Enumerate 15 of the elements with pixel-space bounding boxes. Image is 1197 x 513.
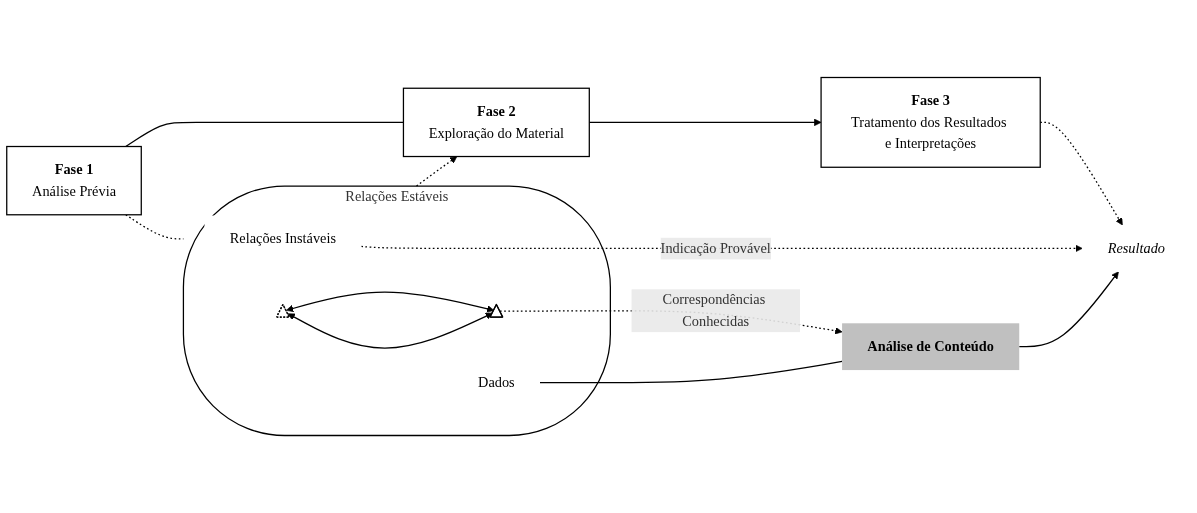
connector: [539, 360, 843, 384]
edge-label: Correspondências Conhecidas: [662, 291, 766, 330]
node-box: Fase 3 Tratamento dos Resultados e Interpretações: [820, 76, 1041, 168]
node-text: Dados: [478, 374, 515, 391]
arrow: [286, 291, 495, 313]
arrow: [287, 312, 493, 349]
arrow: [1018, 271, 1119, 348]
node-box: Análise de Conteúdo: [842, 323, 1020, 371]
arrow: [415, 156, 458, 187]
node-text: Resultado: [1107, 240, 1165, 257]
node-box: Fase 1 Análise Prévia: [6, 145, 142, 216]
edge-label: Indicação Provável: [660, 240, 771, 257]
connector: [125, 214, 185, 240]
node-text: Relações Instáveis: [229, 230, 337, 247]
node-box: Fase 2 Exploração do Material: [402, 87, 590, 158]
